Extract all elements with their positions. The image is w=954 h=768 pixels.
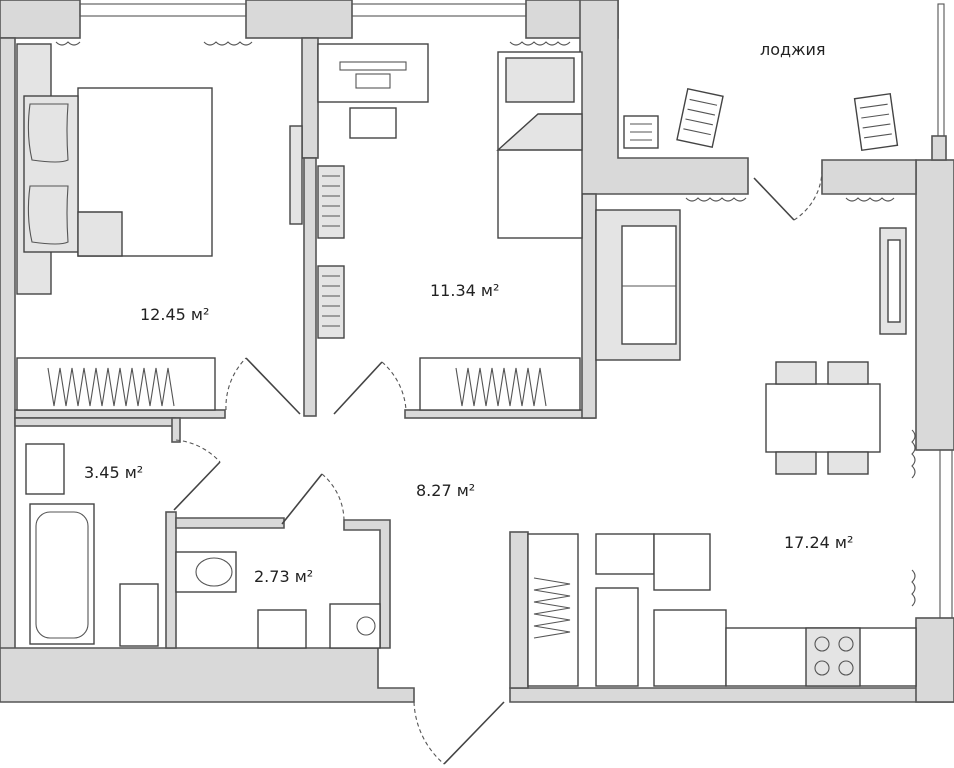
loggia-furniture (623, 87, 899, 152)
loggia-label: лоджия (760, 40, 826, 59)
walls (0, 0, 954, 703)
study-area-label: 11.34 м² (430, 281, 499, 300)
kitchen-living-area-label: 17.24 м² (784, 533, 853, 552)
bedroom-area-label: 12.45 м² (140, 305, 209, 324)
window-marks (55, 41, 916, 607)
bedroom-furniture (16, 43, 303, 411)
bath-furniture (25, 443, 381, 649)
hall-area-label: 8.27 м² (416, 481, 475, 500)
study-furniture (317, 43, 583, 411)
toilet-area-label: 2.73 м² (254, 567, 313, 586)
bathroom-area-label: 3.45 м² (84, 463, 143, 482)
door-swings (173, 169, 823, 765)
living-furniture (527, 209, 917, 687)
